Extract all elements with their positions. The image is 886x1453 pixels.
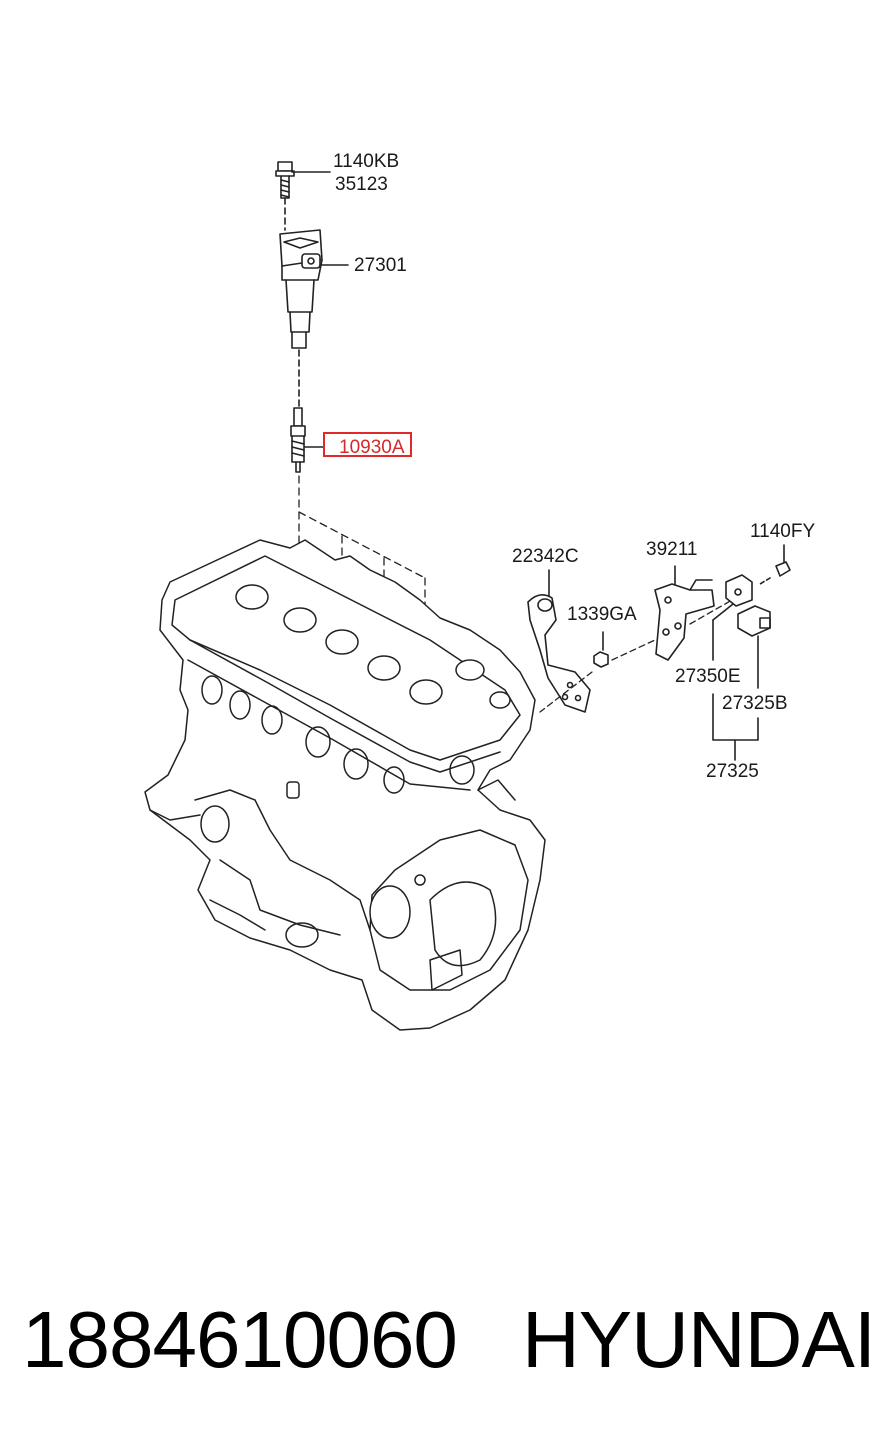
label-35123: 35123 [335,174,388,195]
sensor-icon [725,574,771,637]
label-10930a[interactable]: 10930A [339,437,405,458]
bracket-icon [527,569,591,713]
nut-icon [593,631,609,668]
label-1140kb: 1140KB [333,151,400,172]
screw-icon [759,544,791,585]
spark-plug-icon [290,407,325,473]
label-27301: 27301 [354,255,407,276]
brand-name: HYUNDAI [522,1295,876,1384]
ignition-coil-icon [279,229,349,349]
label-22342c: 22342C [512,546,579,567]
bolt-icon [275,161,331,199]
label-39211: 39211 [646,539,698,560]
label-1339ga: 1339GA [567,604,637,625]
highlight-box [323,432,412,457]
label-1140fy: 1140FY [750,521,816,542]
engine-block-icon [144,539,546,1031]
label-27350e: 27350E [675,666,741,687]
sensor-bracket-icon [654,565,715,661]
part-number: 1884610060 [22,1295,458,1384]
label-27325: 27325 [706,761,759,782]
label-27325b: 27325B [722,693,788,714]
